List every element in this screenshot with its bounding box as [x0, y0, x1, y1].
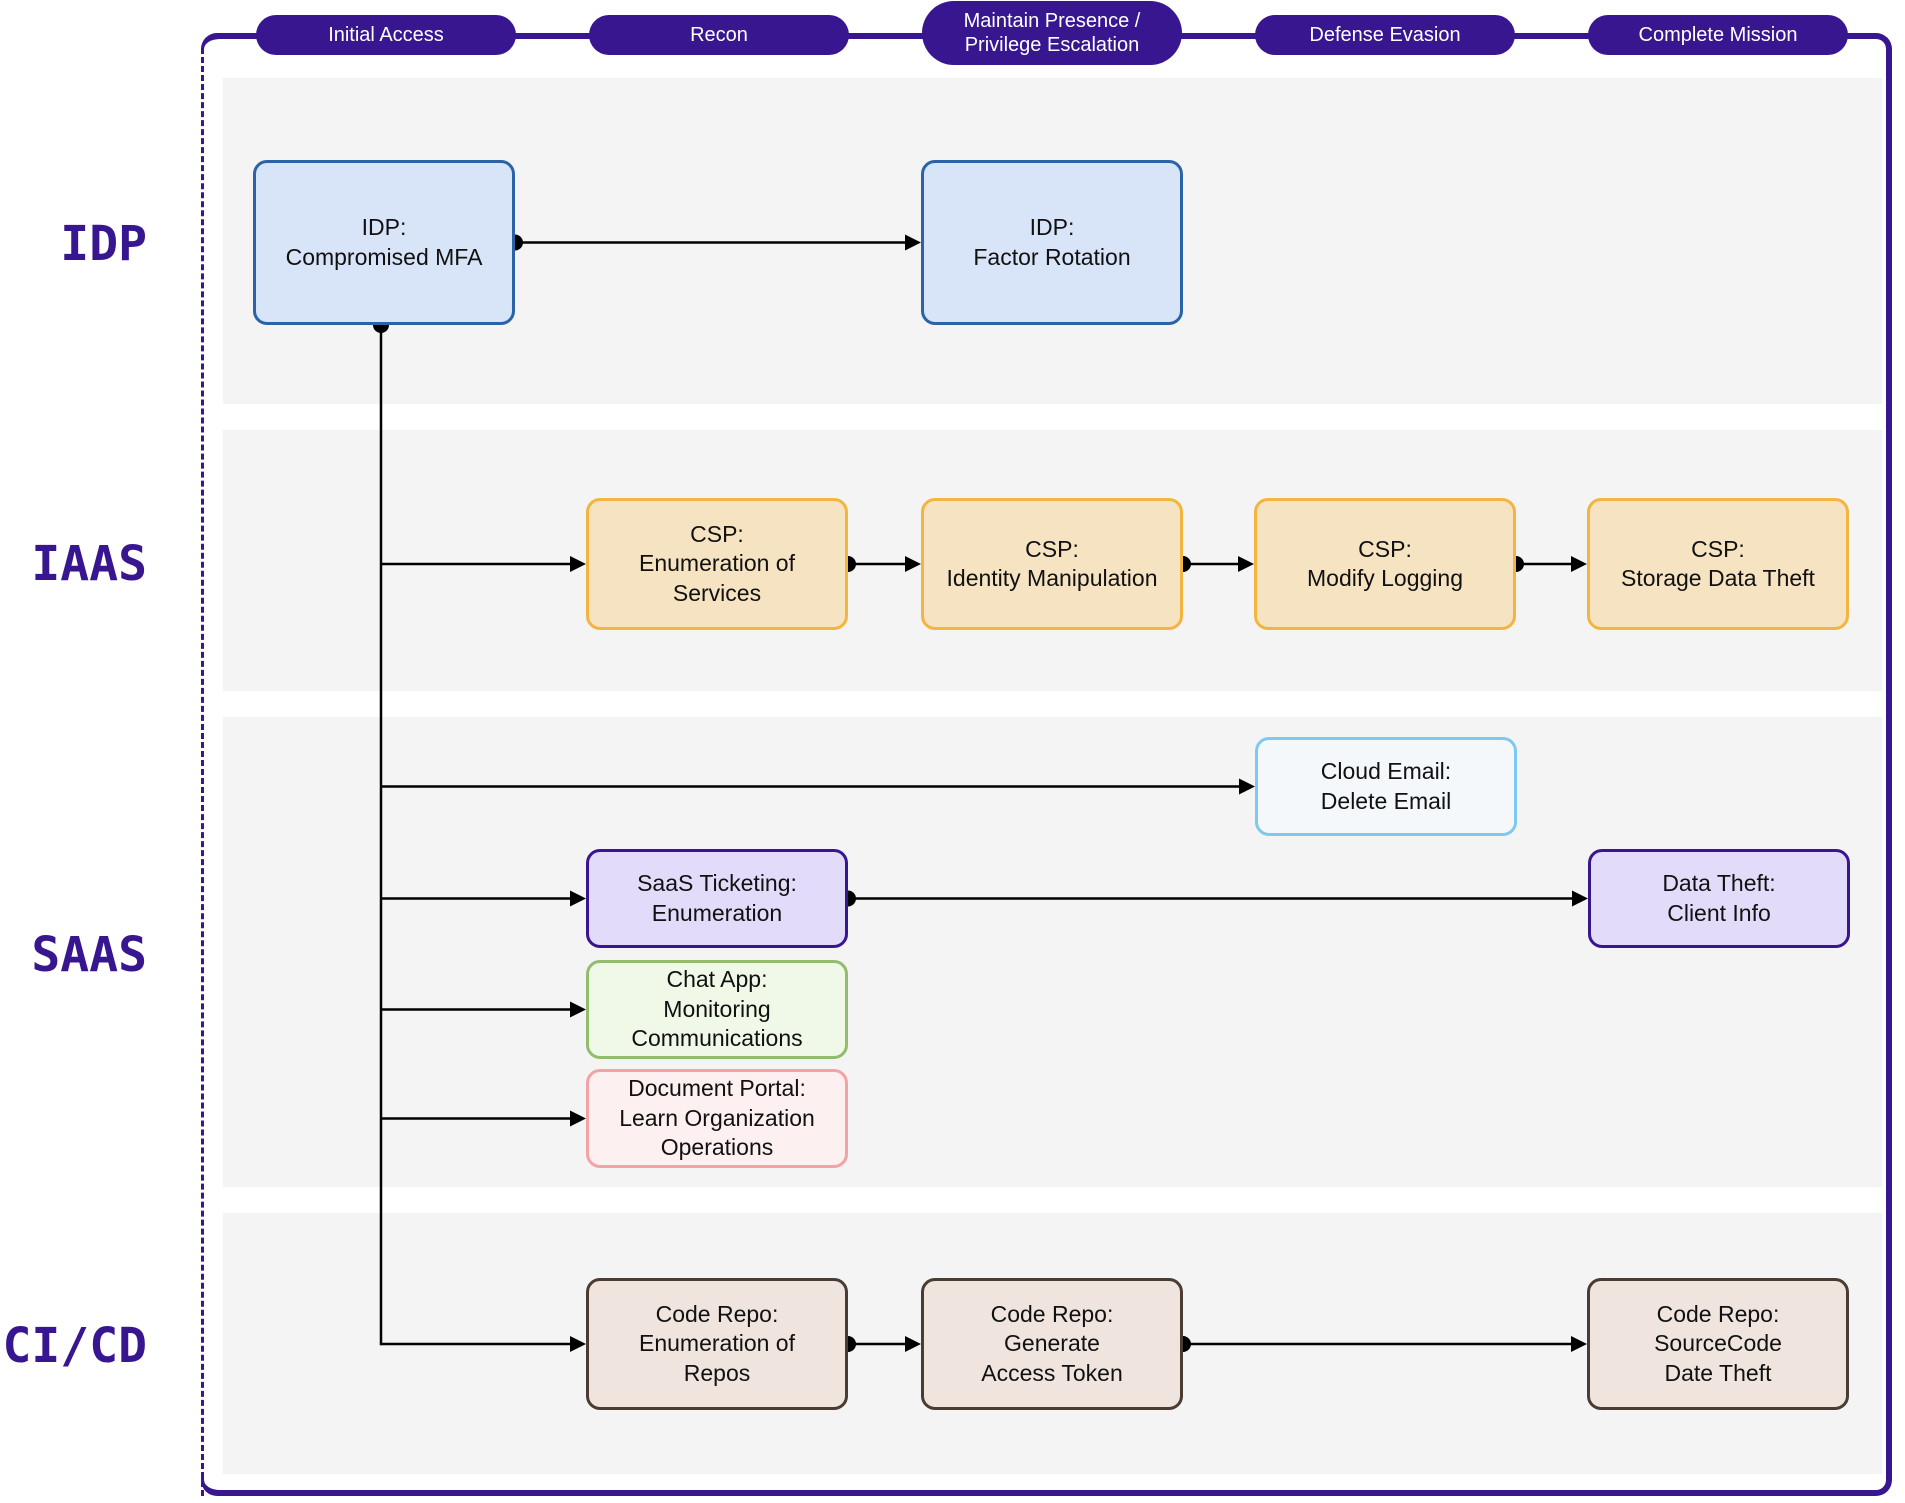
node-cloud-email-delete: Cloud Email: Delete Email [1255, 737, 1517, 836]
edge-idp_mfa-to-email_delete-arrowhead [1239, 778, 1255, 795]
lane-label-idp: IDP [60, 216, 147, 272]
edge-idp_mfa-to-code_enum-arrowhead [570, 1336, 586, 1352]
lane-saas-background [223, 717, 1882, 1187]
node-csp-enumeration: CSP: Enumeration of Services [586, 498, 848, 630]
phase-recon: Recon [589, 15, 849, 55]
edge-idp_mfa-to-csp_enum-arrowhead [570, 556, 586, 572]
edge-idp_mfa-to-doc_portal-arrowhead [570, 1110, 586, 1127]
phase-complete-mission: Complete Mission [1588, 15, 1848, 55]
node-data-theft-client-info: Data Theft: Client Info [1588, 849, 1850, 948]
edge-csp_logging-to-csp_storage-arrowhead [1571, 556, 1587, 572]
node-code-repo-sourcecode-theft: Code Repo: SourceCode Date Theft [1587, 1278, 1849, 1410]
node-chat-app-monitoring: Chat App: Monitoring Communications [586, 960, 848, 1059]
node-csp-identity-manipulation: CSP: Identity Manipulation [921, 498, 1183, 630]
lane-label-cicd: CI/CD [2, 1318, 148, 1374]
node-document-portal: Document Portal: Learn Organization Oper… [586, 1069, 848, 1168]
lane-label-iaas: IAAS [31, 536, 147, 592]
node-csp-storage-data-theft: CSP: Storage Data Theft [1587, 498, 1849, 630]
node-csp-modify-logging: CSP: Modify Logging [1254, 498, 1516, 630]
edge-csp_enum-to-csp_identity-arrowhead [905, 556, 921, 572]
node-idp-compromised-mfa: IDP: Compromised MFA [253, 160, 515, 325]
edge-csp_identity-to-csp_logging-arrowhead [1238, 556, 1254, 572]
edge-code_enum-to-code_token-arrowhead [905, 1336, 921, 1352]
edge-saas_ticket-to-data_theft-arrowhead [1572, 890, 1588, 907]
edge-idp_mfa-to-idp_factor-arrowhead [905, 234, 921, 251]
node-code-repo-access-token: Code Repo: Generate Access Token [921, 1278, 1183, 1410]
phase-maintain-presence: Maintain Presence / Privilege Escalation [922, 1, 1182, 65]
frame-dashed-edge [201, 48, 204, 1496]
node-code-repo-enumeration: Code Repo: Enumeration of Repos [586, 1278, 848, 1410]
frame-corner-top [201, 33, 227, 51]
lane-label-saas: SAAS [31, 927, 147, 983]
edge-idp_mfa-to-chat_app-arrowhead [570, 1001, 586, 1018]
edge-code_token-to-code_theft-arrowhead [1571, 1336, 1587, 1352]
node-idp-factor-rotation: IDP: Factor Rotation [921, 160, 1183, 325]
node-saas-ticketing-enumeration: SaaS Ticketing: Enumeration [586, 849, 848, 948]
phase-initial-access: Initial Access [256, 15, 516, 55]
edge-idp_mfa-to-saas_ticket-arrowhead [570, 890, 586, 907]
phase-defense-evasion: Defense Evasion [1255, 15, 1515, 55]
